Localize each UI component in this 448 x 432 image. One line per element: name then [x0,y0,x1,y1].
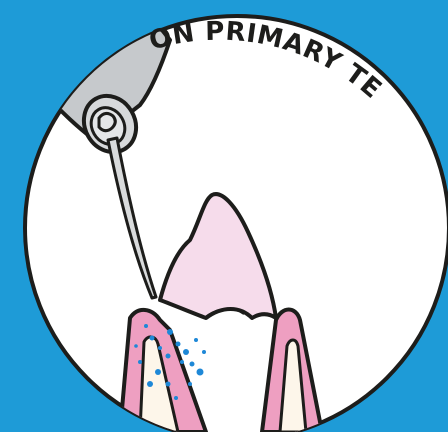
primary-teeth-scaling-illustration: ON PRIMARY TEETH [0,0,448,432]
illustration-stage: ON PRIMARY TEETH [0,0,448,432]
